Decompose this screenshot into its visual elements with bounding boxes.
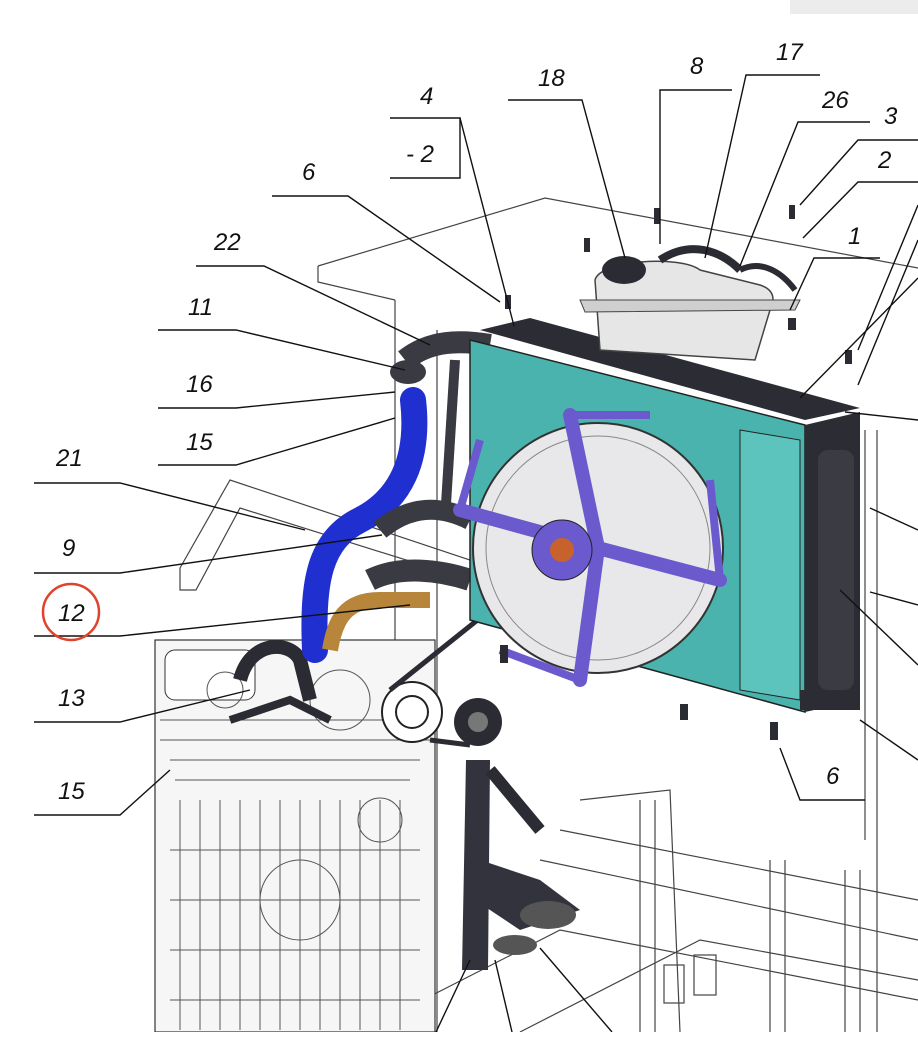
callout-17: 17 bbox=[776, 39, 804, 66]
callout-1: 1 bbox=[848, 223, 861, 250]
callout-26: 26 bbox=[821, 87, 849, 114]
callout-6-top: 6 bbox=[302, 159, 316, 186]
callout-12: 12 bbox=[58, 600, 85, 627]
callout-16: 16 bbox=[186, 371, 213, 398]
cooling-fan bbox=[453, 408, 727, 687]
belt-drive bbox=[381, 568, 542, 748]
expansion-tank bbox=[579, 245, 801, 361]
corner-shadow bbox=[790, 0, 918, 14]
callout-2-box: - 2 bbox=[406, 141, 434, 168]
callout-15-bottom: 15 bbox=[58, 778, 85, 805]
callout-21: 21 bbox=[55, 445, 83, 472]
callout-22: 22 bbox=[213, 229, 241, 256]
callout-8: 8 bbox=[690, 53, 704, 80]
callout-numbers: - 2 4 18 8 17 26 3 2 1 6 22 11 16 15 21 … bbox=[55, 39, 898, 805]
callout-6-bottom: 6 bbox=[826, 763, 840, 790]
callout-15-top: 15 bbox=[186, 429, 213, 456]
callout-18: 18 bbox=[538, 65, 565, 92]
callout-4: 4 bbox=[420, 83, 433, 110]
callout-2: 2 bbox=[877, 147, 891, 174]
tensioner-bracket bbox=[462, 760, 580, 970]
callout-9: 9 bbox=[62, 535, 75, 562]
callout-3: 3 bbox=[884, 103, 898, 130]
leader-lines bbox=[34, 74, 918, 1033]
callout-11: 11 bbox=[188, 294, 213, 321]
highlight-circle bbox=[41, 582, 101, 642]
callout-13: 13 bbox=[58, 685, 85, 712]
